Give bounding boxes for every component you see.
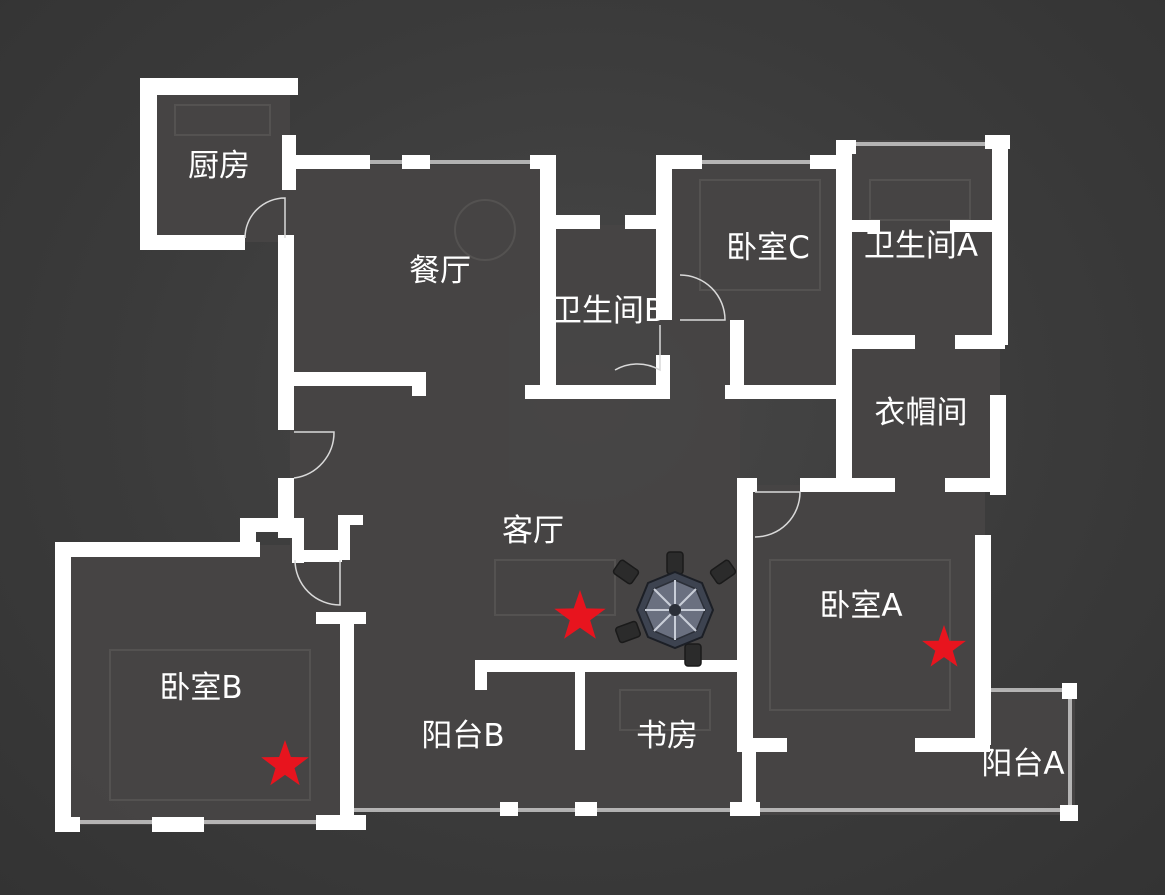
label-kitchen: 厨房 <box>188 148 250 184</box>
wall-beda-top-r <box>800 478 850 492</box>
wall-batha-bottom <box>845 335 915 349</box>
wall-bathb-right-upper <box>656 155 672 320</box>
wall-south-post1 <box>500 802 518 816</box>
label-study: 书房 <box>636 718 698 754</box>
wall-cloak-bottom-r <box>945 478 1005 492</box>
wall-batha-top-l <box>836 140 856 154</box>
markers <box>261 590 966 786</box>
doors <box>244 197 801 606</box>
wall-dining-divider <box>294 372 426 386</box>
wall-bedc-right <box>836 140 852 485</box>
wall-living-south-stub <box>475 660 487 690</box>
wall-bedb-bottom-r <box>316 815 366 830</box>
wall-batha-right <box>992 135 1008 345</box>
label-balcony-b: 阳台B <box>421 718 504 754</box>
wall-batha-inner <box>850 220 880 232</box>
wall-bedb-step-v2 <box>338 515 350 560</box>
furniture-hints <box>109 104 971 801</box>
wall-bedb-step-h2 <box>338 515 363 525</box>
wall-bedb-window <box>80 820 320 824</box>
wall-bedb-top <box>55 542 260 557</box>
wall-living-south <box>475 660 745 672</box>
wall-bedc-inner <box>730 320 744 395</box>
living-sofa <box>494 559 616 616</box>
wall-bedb-bottom-m <box>152 817 204 832</box>
star-icon <box>261 740 309 786</box>
bed-b <box>109 649 311 801</box>
floor-bedroom-b <box>60 545 350 825</box>
floor-kitchen <box>150 90 290 242</box>
wall-dining-divider-stub <box>412 372 426 396</box>
label-dining: 餐厅 <box>409 253 471 289</box>
label-balcony-a: 阳台A <box>981 746 1064 782</box>
wall-balca-top <box>985 688 1070 692</box>
wall-kitchen-bottom <box>140 235 245 250</box>
wall-bedc-bottom <box>725 385 845 399</box>
wall-batha-bottom-r <box>955 335 1005 349</box>
wall-bathb-bottom <box>525 385 670 399</box>
wall-bedb-right-cap <box>316 612 366 624</box>
label-bathroom-a: 卫生间A <box>864 228 978 264</box>
wall-bedb-left <box>55 542 71 832</box>
wall-cloak-bottom-l <box>845 478 895 492</box>
wall-kitchen-left <box>140 78 157 250</box>
bath-fixture-a <box>869 179 971 221</box>
wall-batha-window <box>856 142 986 146</box>
wall-bathb-left <box>540 160 556 398</box>
label-bedroom-c: 卧室C <box>726 230 810 266</box>
bed-c <box>699 179 821 291</box>
door-bedroom-a <box>754 491 801 538</box>
wall-bedb-bottom-l <box>55 817 80 832</box>
wall-cloak-right <box>990 395 1006 495</box>
door-kitchen <box>244 197 286 239</box>
floor-balcony-b <box>350 665 580 810</box>
wall-south-window <box>350 808 750 812</box>
floor-cloakroom <box>845 340 1000 485</box>
wall-beda-bottom-r <box>915 738 990 752</box>
wall-balca-right <box>1068 685 1072 815</box>
wall-study-right <box>742 745 756 815</box>
wall-bedb-step-h <box>292 550 342 562</box>
door-bathroom-b <box>614 325 661 372</box>
label-living: 客厅 <box>502 513 564 549</box>
wall-bathb-top <box>540 215 600 229</box>
wall-dining-window <box>370 160 530 164</box>
wall-bedb-right <box>340 612 354 827</box>
kitchen-counter <box>174 104 271 136</box>
wall-balca-top-post <box>1062 683 1077 699</box>
robot-vacuum-icon[interactable] <box>612 551 737 667</box>
room-labels: 厨房 餐厅 卫生间B 卧室C 卫生间A 衣帽间 客厅 卧室A 卧室B 阳台B 书… <box>159 148 1064 782</box>
wall-bedc-window <box>700 160 810 164</box>
wall-balca-window-bottom <box>760 808 1075 812</box>
floor-areas <box>60 90 1075 825</box>
wall-beda-right <box>975 535 991 745</box>
label-bedroom-a: 卧室A <box>819 588 902 624</box>
walls <box>55 78 1078 832</box>
door-bedroom-b <box>294 559 341 606</box>
study-desk <box>619 689 711 731</box>
wall-kitchen-top <box>140 78 298 95</box>
label-bedroom-b: 卧室B <box>159 670 242 706</box>
wall-beda-left <box>737 478 753 748</box>
wall-study-divider <box>575 670 585 750</box>
floor-bedroom-c <box>660 160 850 395</box>
wall-bathb-right-lower <box>656 355 670 395</box>
bed-a <box>769 559 951 711</box>
wall-south-post2 <box>575 802 597 816</box>
wall-dining-top-a <box>285 155 370 169</box>
dining-table <box>454 199 516 261</box>
door-bedroom-c <box>679 274 726 321</box>
star-icon <box>922 625 966 667</box>
floor-bathroom-a <box>845 140 1005 340</box>
wall-bedb-top-step2 <box>240 518 295 532</box>
label-cloakroom: 衣帽间 <box>875 395 968 431</box>
wall-west-upper <box>278 235 294 430</box>
label-bathroom-b: 卫生间B <box>551 293 665 329</box>
wall-batha-inner-r <box>950 220 1000 232</box>
star-icon <box>554 590 606 639</box>
wall-bedc-top-l <box>656 155 702 169</box>
door-west <box>293 431 335 479</box>
